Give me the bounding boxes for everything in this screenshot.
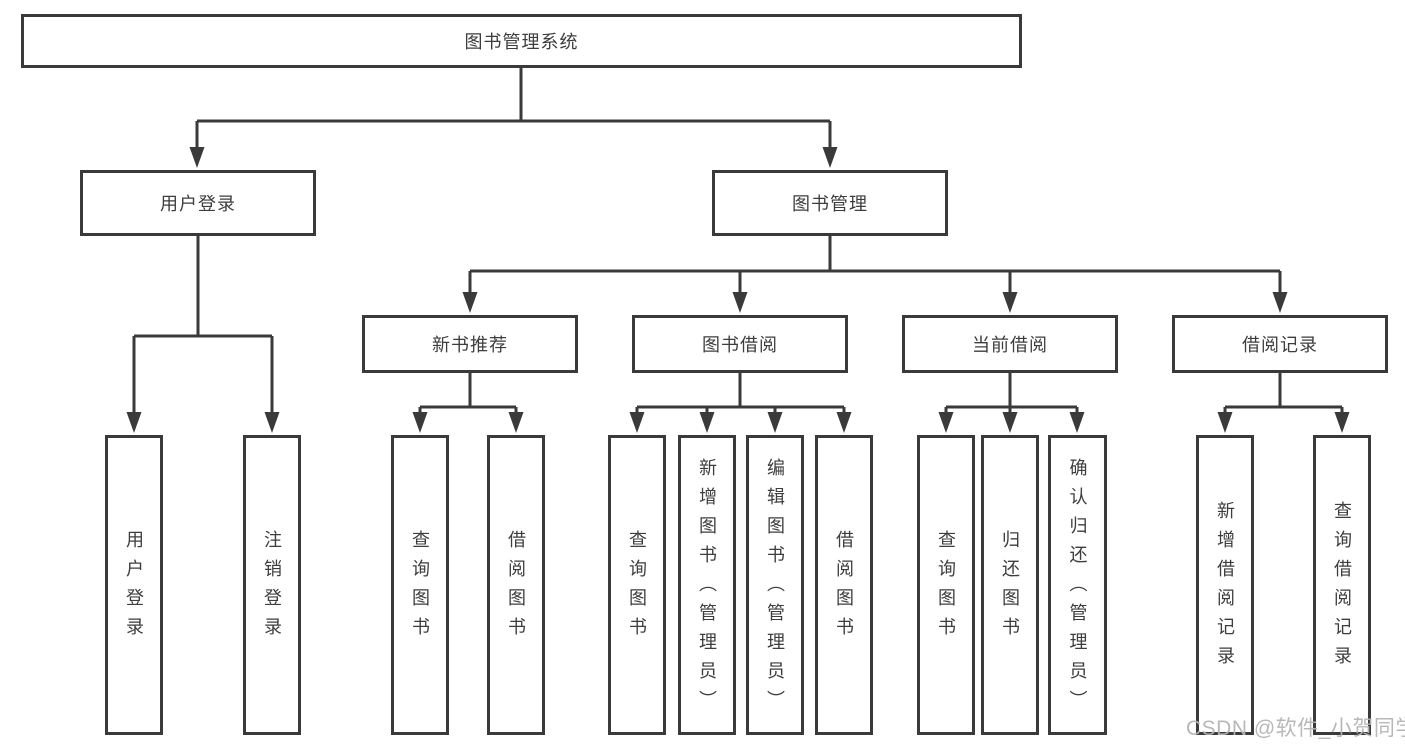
leaf-add-borrow-record: 新增借阅记录 [1196, 435, 1254, 735]
node-current-borrowing: 当前借阅 [902, 315, 1118, 373]
node-library-management-system: 图书管理系统 [21, 14, 1022, 68]
leaf-search-books-recommend: 查询图书 [391, 435, 449, 735]
leaf-edit-books-admin: 编辑图书（管理员） [746, 435, 804, 735]
leaf-search-borrow-record: 查询借阅记录 [1313, 435, 1371, 735]
node-new-book-recommendation: 新书推荐 [362, 315, 578, 373]
leaf-borrow-books-borrowing: 借阅图书 [815, 435, 873, 735]
leaf-user-login: 用户登录 [105, 435, 163, 735]
leaf-add-books-admin: 新增图书（管理员） [678, 435, 736, 735]
node-borrowing-records: 借阅记录 [1172, 315, 1388, 373]
leaf-borrow-books-recommend: 借阅图书 [487, 435, 545, 735]
leaf-confirm-return-admin: 确认归还（管理员） [1048, 435, 1107, 735]
csdn-watermark: CSDN @软件_小贺同学 [1186, 717, 1405, 740]
node-book-management: 图书管理 [712, 170, 948, 236]
leaf-search-books-borrowing: 查询图书 [608, 435, 666, 735]
leaf-return-books: 归还图书 [981, 435, 1039, 735]
leaf-search-books-current: 查询图书 [917, 435, 975, 735]
leaf-logout-login: 注销登录 [243, 435, 301, 735]
node-book-borrowing: 图书借阅 [632, 315, 848, 373]
node-user-login: 用户登录 [80, 170, 316, 236]
